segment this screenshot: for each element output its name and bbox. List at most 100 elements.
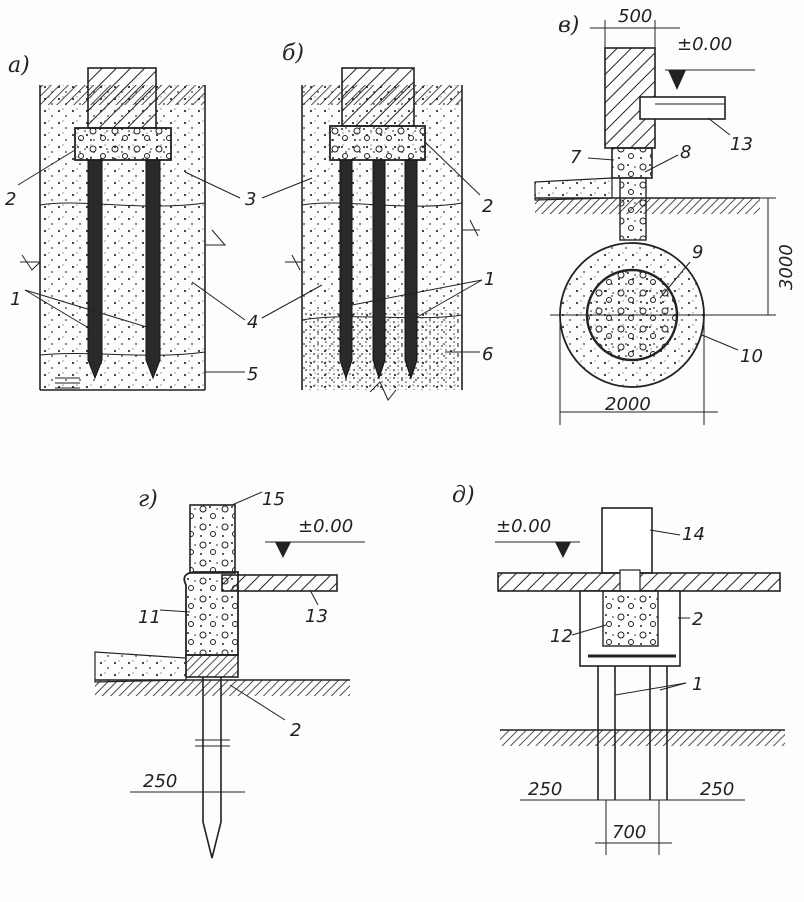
panel-d-leader-12	[571, 624, 607, 636]
panel-v-callout-13: 13	[730, 134, 753, 155]
panel-b-pile-cap	[329, 125, 426, 161]
panel-v: в) 500 ±0.00 13 7 8 9	[534, 6, 797, 425]
panel-a-pile-right	[145, 159, 161, 380]
panel-v-leader-13	[707, 117, 731, 136]
panel-v-leader-10	[701, 334, 739, 351]
panel-d-ground	[500, 730, 785, 746]
panel-d-column	[601, 507, 653, 574]
panel-v-callout-9: 9	[692, 242, 703, 263]
panel-d-column-seat	[619, 569, 641, 593]
panel-g-leader-13	[309, 589, 319, 606]
panel-a-break-left	[20, 254, 41, 271]
panel-d-label: д)	[452, 483, 475, 508]
panel-g-leader-15	[231, 491, 263, 506]
panel-d-callout-12: 12	[550, 626, 573, 647]
panel-a-callout-1: 1	[10, 289, 21, 310]
panel-a-leader-4	[191, 281, 246, 321]
panel-d-leader-1a	[614, 682, 687, 696]
panel-v-dim-2000: 2000	[605, 394, 651, 415]
panel-a-callout-2: 2	[5, 189, 16, 210]
panel-v-label: в)	[558, 13, 579, 38]
panel-d: д) ±0.00 14 12 2 1 250 250	[452, 483, 785, 855]
panel-g-ground	[95, 680, 350, 696]
panel-b-break-right	[462, 219, 480, 237]
panel-d-dim-left: 250	[528, 779, 562, 800]
panel-g-level-marker-icon	[275, 542, 291, 558]
panel-a-pile-left	[87, 159, 103, 380]
panel-v-floor-slab	[639, 96, 726, 120]
panel-b-callout-1: 1	[484, 269, 495, 290]
panel-g-floor-slab	[221, 574, 338, 592]
panel-b-pile-1	[339, 159, 353, 380]
panel-a-callout-3: 3	[245, 189, 256, 210]
panel-d-level-marker-icon	[555, 542, 571, 558]
panel-a-label: а)	[8, 53, 30, 78]
panel-a-pile-cap	[74, 127, 172, 161]
panel-b-break-bottom	[369, 381, 397, 401]
panel-b-leader-1b	[411, 279, 483, 321]
panel-a-leader-2	[17, 149, 76, 186]
panel-a-layer-line-1	[39, 202, 206, 207]
panel-b-leader-2	[424, 141, 481, 196]
panel-v-level-marker-icon	[668, 70, 686, 90]
panel-g-blind-area	[94, 651, 187, 683]
panel-g-level: ±0.00	[298, 516, 353, 537]
panel-g-pile	[202, 677, 222, 859]
panel-a-wall	[87, 67, 157, 129]
panel-v-level: ±0.00	[677, 34, 732, 55]
panel-g-callout-15: 15	[262, 489, 285, 510]
panel-b-callout-2: 2	[482, 196, 493, 217]
panel-d-level: ±0.00	[496, 516, 551, 537]
panel-v-leader-7	[587, 157, 615, 161]
panel-d-callout-2: 2	[692, 609, 703, 630]
panel-b-label: б)	[282, 41, 304, 66]
panel-v-blind-area	[534, 177, 613, 201]
panel-a-leader-1b	[24, 289, 151, 329]
panel-d-grillage-core	[602, 590, 659, 647]
panel-a: а) 2 3 1 4 5	[5, 53, 258, 391]
panel-g-callout-11: 11	[138, 607, 161, 628]
panel-b-break-left	[285, 254, 302, 271]
panel-v-callout-7: 7	[570, 147, 582, 168]
panel-a-callout-4: 4	[247, 312, 258, 333]
panel-a-break-right	[205, 229, 227, 246]
panel-v-dim-500: 500	[618, 6, 652, 27]
panel-g-callout-13: 13	[305, 606, 328, 627]
panel-d-dim-right: 250	[700, 779, 734, 800]
panel-d-callout-14: 14	[682, 524, 705, 545]
panel-a-layer-line-2	[39, 351, 206, 356]
panel-g-dim-250: 250	[143, 771, 177, 792]
panel-g-pile-head	[185, 654, 239, 678]
panel-b: б) 2 1 6	[261, 41, 495, 401]
panel-d-leader-14	[649, 529, 681, 536]
panel-v-ground	[535, 198, 760, 214]
panel-g-grillage	[183, 571, 239, 656]
panel-a-callout-5: 5	[247, 364, 258, 385]
panel-g-callout-2: 2	[290, 720, 301, 741]
panel-v-leader-8	[644, 154, 679, 173]
panel-g-column	[189, 504, 236, 574]
panel-b-wall	[341, 67, 415, 127]
panel-b-pile-3	[404, 159, 418, 380]
panel-v-pile-shaft	[619, 177, 647, 241]
panel-g: г) 15 ±0.00 13 11 2 250	[94, 487, 365, 859]
panel-a-leader-3	[184, 171, 241, 199]
panel-b-leader-4	[261, 284, 323, 319]
panel-g-leader-2	[229, 684, 286, 721]
panel-d-callout-1: 1	[692, 674, 703, 695]
panel-d-dim-700: 700	[612, 822, 646, 843]
panel-g-label: г)	[138, 487, 158, 512]
panel-b-pile-2	[372, 159, 386, 380]
panel-v-grillage	[611, 147, 653, 179]
panel-a-leader-1a	[24, 289, 93, 331]
panel-v-callout-8: 8	[680, 142, 691, 163]
panel-b-callout-6: 6	[482, 344, 493, 365]
panel-v-dim-3000: 3000	[776, 244, 797, 290]
panel-b-leader-1a	[351, 279, 483, 306]
panel-v-leader-9	[659, 261, 691, 299]
panel-b-leader-3	[261, 177, 313, 199]
panel-a-water-symbol	[55, 377, 80, 389]
panel-g-leader-11	[159, 609, 191, 613]
panel-v-callout-10: 10	[740, 346, 763, 367]
